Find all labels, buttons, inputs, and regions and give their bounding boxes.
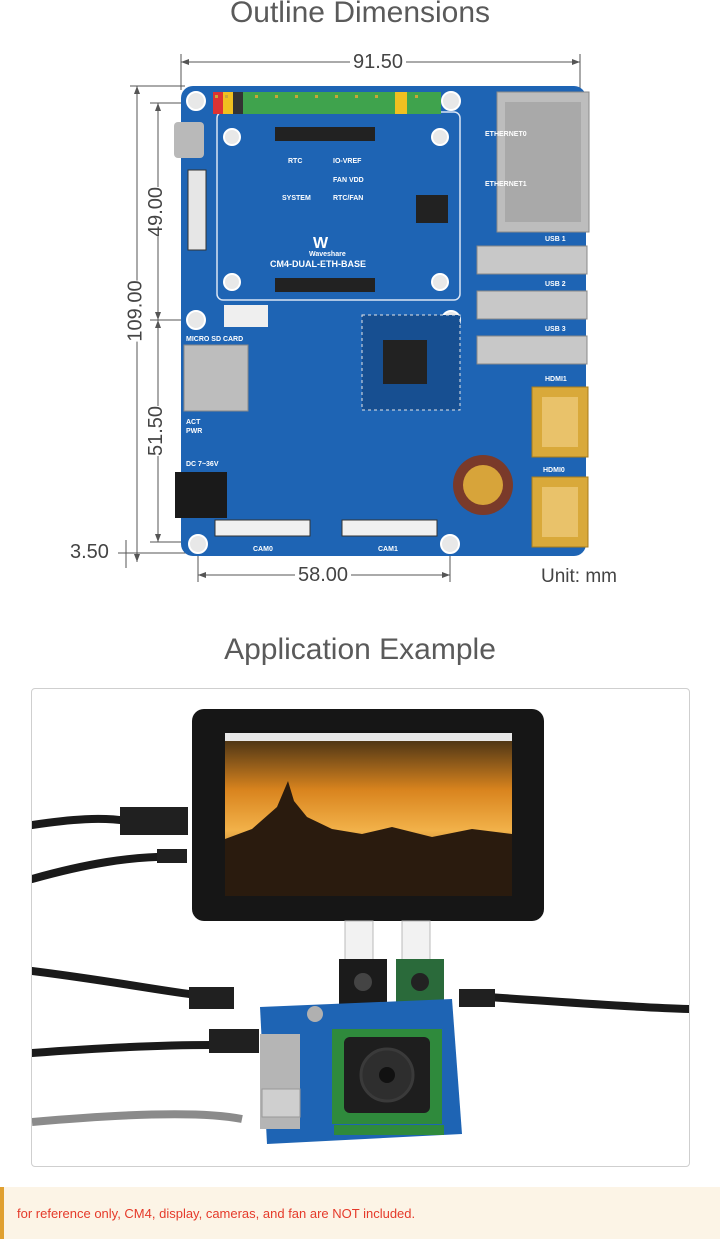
label-micro-sd: MICRO SD CARD [186, 336, 243, 343]
hdmi-plug [120, 807, 188, 835]
label-usb2: USB 2 [545, 281, 566, 288]
dim-width: 91.50 [350, 51, 407, 73]
ethernet-cable [31, 1110, 243, 1126]
cm4-connector-bottom [275, 278, 375, 292]
cam1-connector [341, 519, 438, 537]
dimension-drawing: RTC IO-VREF FAN VDD SYSTEM RTC/FAN ETHER… [118, 54, 590, 582]
label-fan-vdd: FAN VDD [333, 177, 364, 184]
dim-height-upper: 49.00 [145, 186, 168, 238]
hdmi-ports [531, 386, 589, 548]
sd-card-slot [183, 344, 249, 412]
fan-header [224, 305, 268, 327]
dc-jack [175, 472, 227, 518]
rj45-port [261, 1088, 301, 1118]
usb-ports [476, 245, 588, 365]
label-brand: Waveshare [309, 251, 346, 258]
label-pwr: PWR [186, 428, 202, 435]
usb-plug-2 [209, 1029, 259, 1053]
label-ethernet1: ETHERNET1 [485, 181, 527, 188]
note-text: for reference only, CM4, display, camera… [17, 1206, 416, 1221]
display-connector [187, 169, 207, 251]
dim-height-total: 109.00 [124, 280, 147, 342]
note-accent-bar [0, 1187, 4, 1239]
camera-ribbon-1 [344, 920, 374, 962]
label-system: SYSTEM [282, 195, 311, 202]
label-hdmi0: HDMI0 [543, 467, 565, 474]
label-hdmi1: HDMI1 [545, 376, 567, 383]
label-cam0: CAM0 [253, 546, 273, 553]
waveshare-logo-icon: W [313, 235, 329, 252]
dim-hole-spacing: 58.00 [295, 564, 352, 586]
label-dc: DC 7~36V [186, 461, 219, 468]
label-usb1: USB 1 [545, 236, 566, 243]
outline-dimensions-title: Outline Dimensions [229, 0, 491, 29]
label-ethernet0: ETHERNET0 [485, 131, 527, 138]
dim-height-lower: 51.50 [145, 405, 168, 457]
dim-offset-bottom: 3.50 [67, 541, 112, 563]
main-chip [383, 340, 427, 384]
usb-plug [157, 849, 187, 863]
reference-note: for reference only, CM4, display, camera… [0, 1187, 720, 1239]
label-rtc-fan: RTC/FAN [333, 195, 363, 202]
hdmi-plug-2 [189, 987, 234, 1009]
gpio-header [213, 92, 441, 114]
rtc-battery-app [307, 1006, 323, 1022]
pcb-board: RTC IO-VREF FAN VDD SYSTEM RTC/FAN ETHER… [174, 86, 590, 556]
small-chip [416, 195, 448, 223]
application-example-panel [28, 688, 693, 1167]
unit-label: Unit: mm [541, 566, 617, 587]
desktop-taskbar [225, 733, 512, 741]
temple-silhouette [225, 781, 512, 896]
label-act: ACT [186, 419, 201, 426]
camera-ribbon-2 [401, 920, 431, 962]
application-example-title: Application Example [224, 633, 496, 666]
dimension-arrows [134, 59, 580, 578]
power-plug [459, 989, 495, 1007]
label-cam1: CAM1 [378, 546, 398, 553]
label-usb3: USB 3 [545, 326, 566, 333]
application-illustration [28, 709, 693, 1144]
usb-c-port [174, 122, 204, 158]
cm4-connector-top [275, 127, 375, 141]
label-rtc: RTC [288, 158, 302, 165]
cam0-connector [214, 519, 311, 537]
label-board-name: CM4-DUAL-ETH-BASE [270, 259, 366, 269]
label-io-vref: IO-VREF [333, 158, 362, 165]
gpio-header-app [334, 1125, 444, 1135]
